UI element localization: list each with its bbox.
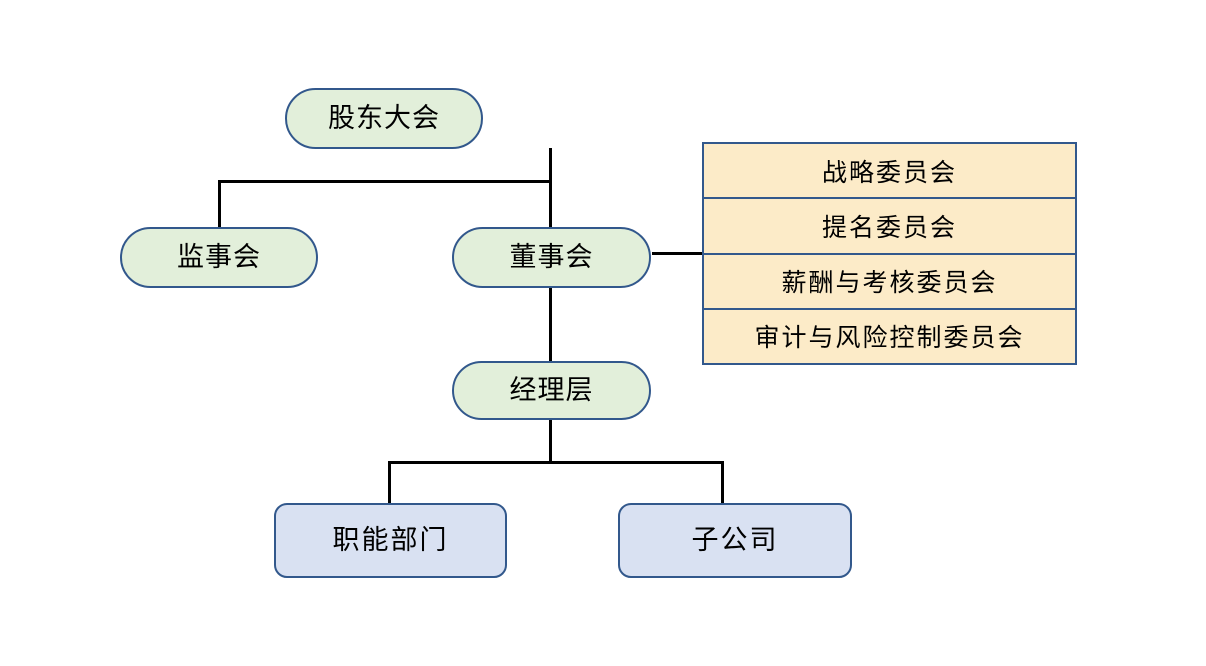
node-management-level[interactable]: 经理层 (452, 361, 651, 420)
connector-shareholders-stem (549, 148, 552, 181)
connector-to-directors (549, 180, 552, 228)
connector-to-subsidiaries (721, 461, 724, 505)
node-subsidiaries[interactable]: 子公司 (618, 503, 852, 578)
node-functional-departments[interactable]: 职能部门 (274, 503, 507, 578)
connector-to-supervisors (218, 180, 221, 228)
committee-row[interactable]: 战略委员会 (704, 144, 1075, 200)
connector-management-stem (549, 419, 552, 463)
node-board-of-directors[interactable]: 董事会 (452, 227, 651, 288)
connector-directors-to-committees (652, 252, 704, 255)
committee-row[interactable]: 提名委员会 (704, 199, 1075, 255)
connector-to-functional-departments (388, 461, 391, 505)
connector-shareholders-bus (218, 180, 552, 183)
connector-directors-to-management (549, 287, 552, 362)
node-board-of-supervisors[interactable]: 监事会 (120, 227, 318, 288)
connector-management-bus (388, 461, 724, 464)
committee-row[interactable]: 薪酬与考核委员会 (704, 254, 1075, 310)
committee-table: 战略委员会 提名委员会 薪酬与考核委员会 审计与风险控制委员会 (702, 142, 1077, 365)
node-shareholders-meeting[interactable]: 股东大会 (285, 88, 483, 149)
committee-row[interactable]: 审计与风险控制委员会 (704, 309, 1075, 363)
